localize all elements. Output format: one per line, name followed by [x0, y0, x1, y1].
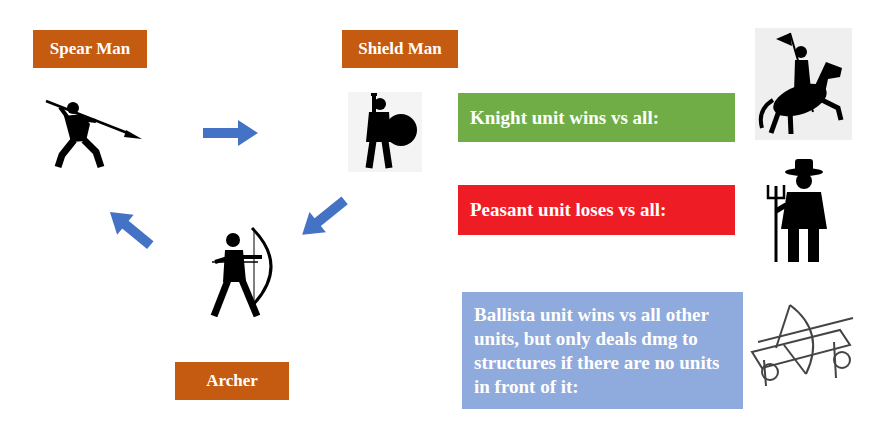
arrow-head [110, 212, 134, 235]
peasant-figure [768, 159, 827, 262]
unit-label: Shield Man [342, 30, 458, 68]
counter-arrow [203, 120, 258, 146]
rule-text: Peasant unit loses vs all: [470, 198, 666, 222]
rule-text-wrap: Peasant unit loses vs all: [470, 198, 666, 222]
unit-group: Shield Man [342, 30, 458, 175]
counter-arrow [110, 212, 150, 245]
arrow-shaft [316, 200, 344, 223]
rule-text-wrap: Knight unit wins vs all: [470, 106, 659, 130]
archer-figure [212, 228, 271, 316]
shield-man-figure [348, 92, 422, 172]
unit-label: Archer [175, 362, 289, 400]
rule-text-wrap: Ballista unit wins vs all other units, b… [474, 303, 733, 399]
arrow-shaft [203, 128, 240, 138]
spear-man-figure [46, 101, 142, 167]
ballista-figure [752, 305, 853, 386]
rule-text: Knight unit wins vs all: [470, 106, 659, 130]
unit-label: Spear Man [33, 30, 147, 68]
knight-figure [755, 28, 852, 140]
arrow-shaft [124, 223, 150, 245]
arrow-head [302, 212, 326, 235]
rule-box: Peasant unit loses vs all: [458, 185, 735, 235]
rule-box: Knight unit wins vs all: [458, 93, 735, 142]
rule-text: Ballista unit wins vs all other units, b… [474, 303, 733, 399]
unit-group: Spear Man [33, 30, 147, 170]
arrow-head [238, 120, 258, 146]
counter-arrow [302, 200, 344, 235]
rule-box: Ballista unit wins vs all other units, b… [462, 292, 743, 409]
unit-group: Archer [175, 220, 289, 400]
